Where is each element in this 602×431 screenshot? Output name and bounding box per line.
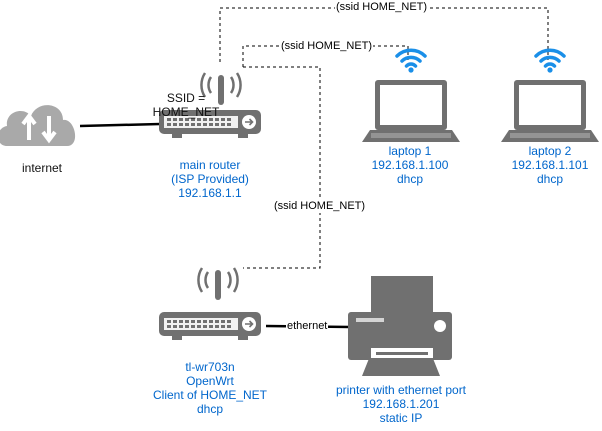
laptop-2-mode: dhcp <box>536 172 564 186</box>
client-router-firmware: OpenWrt <box>186 374 234 388</box>
printer-name: printer with ethernet port <box>335 383 467 397</box>
laptop-1-label: laptop 1 192.168.1.100 dhcp <box>362 144 458 186</box>
client-router-antenna-icon <box>197 266 239 302</box>
main-router-provider: (ISP Provided) <box>171 172 249 186</box>
ssid-line-2: HOME_NET <box>152 105 220 119</box>
laptop-1-name: laptop 1 <box>388 144 432 158</box>
edge-router-laptop2 <box>219 7 549 62</box>
laptop-2-label: laptop 2 192.168.1.101 dhcp <box>502 144 598 186</box>
main-router-label: main router (ISP Provided) 192.168.1.1 <box>158 158 262 200</box>
edge-label-ssid-mid: (ssid HOME_NET) <box>280 40 374 53</box>
edge-label-ssid-client: (ssid HOME_NET) <box>273 200 367 213</box>
printer-ip: 192.168.1.201 <box>362 397 440 411</box>
client-router-model: tl-wr703n <box>185 360 235 374</box>
laptop-2-name: laptop 2 <box>528 144 572 158</box>
printer-label: printer with ethernet port 192.168.1.201… <box>326 383 476 425</box>
client-router-icon <box>158 311 262 341</box>
printer-mode: static IP <box>379 411 423 425</box>
edge-router-client <box>243 66 321 269</box>
edge-label-ethernet: ethernet <box>286 320 329 333</box>
laptop-1-ip: 192.168.1.100 <box>371 158 449 172</box>
printer-icon <box>348 276 452 376</box>
client-router-mode: dhcp <box>196 402 224 416</box>
laptop-1-icon <box>362 80 460 142</box>
main-router-name: main router <box>179 158 241 172</box>
laptop-2-icon <box>501 80 599 142</box>
laptop-2-wifi-icon <box>534 48 566 75</box>
client-router-role: Client of HOME_NET <box>152 388 268 402</box>
main-router-ssid-label: SSID = HOME_NET <box>150 91 222 119</box>
main-router-ip: 192.168.1.1 <box>178 186 242 200</box>
edge-internet-router <box>79 122 161 128</box>
internet-label: internet <box>21 161 63 175</box>
laptop-1-wifi-icon <box>395 48 427 75</box>
laptop-2-ip: 192.168.1.101 <box>511 158 589 172</box>
ssid-line-1: SSID = <box>166 91 206 105</box>
cloud-icon <box>0 105 76 146</box>
connections <box>79 7 549 329</box>
edge-label-ssid-top: (ssid HOME_NET) <box>335 1 429 14</box>
client-router-label: tl-wr703n OpenWrt Client of HOME_NET dhc… <box>150 360 270 416</box>
laptop-1-mode: dhcp <box>396 172 424 186</box>
